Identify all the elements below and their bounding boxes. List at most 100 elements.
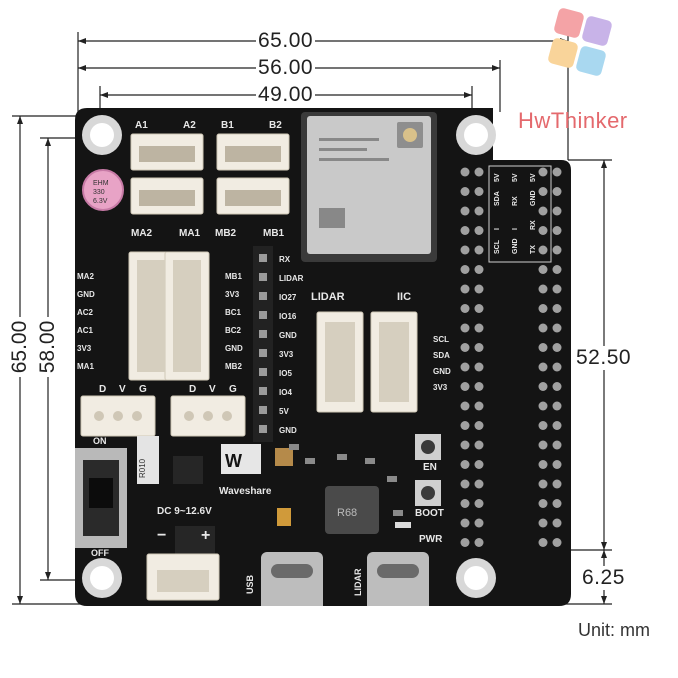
gpio-pad bbox=[538, 226, 548, 235]
gpio-pad bbox=[474, 304, 484, 313]
dc-label: DC 9~12.6V bbox=[157, 506, 212, 517]
gpio-pad bbox=[474, 382, 484, 391]
gpio-pad bbox=[552, 304, 562, 313]
gpio-pad bbox=[474, 518, 484, 528]
inductor bbox=[325, 486, 379, 534]
iic-pin-label: SDA bbox=[433, 351, 450, 360]
gpio-pad bbox=[474, 499, 484, 508]
gpio-pad bbox=[474, 343, 484, 352]
gpio-pad bbox=[538, 460, 548, 469]
right-pin-label: MB2 bbox=[225, 362, 242, 371]
gpio-pad bbox=[474, 440, 484, 450]
gpio-pad bbox=[552, 401, 562, 411]
gpio-pad bbox=[474, 206, 484, 216]
minus-label: − bbox=[157, 527, 166, 544]
gpio-pad bbox=[538, 362, 548, 372]
gpio-pad bbox=[552, 343, 562, 352]
gpio-pad bbox=[538, 167, 548, 177]
servo2-g: G bbox=[229, 384, 237, 395]
usb-c-port-icon[interactable] bbox=[261, 552, 323, 606]
header-pin-label: LIDAR bbox=[279, 274, 304, 283]
cap-text-1: EHM bbox=[93, 180, 109, 187]
gpio-pad bbox=[460, 167, 470, 177]
plus-label: + bbox=[201, 527, 210, 544]
gpio-pad bbox=[460, 382, 470, 391]
pin-table-cell: TX bbox=[530, 245, 537, 254]
cap-text-2: 6.3V bbox=[93, 198, 108, 205]
gpio-pad bbox=[538, 187, 548, 196]
boot-label: BOOT bbox=[415, 508, 444, 519]
gpio-pad bbox=[460, 284, 470, 294]
iic-pin-label: 3V3 bbox=[433, 383, 448, 392]
right-pin-label: MB1 bbox=[225, 272, 242, 281]
iic-pin-label: SCL bbox=[433, 335, 449, 344]
dim-6-25-label: 6.25 bbox=[582, 566, 625, 590]
gpio-pad bbox=[552, 245, 562, 255]
left-pin-label: AC1 bbox=[77, 326, 94, 335]
gpio-pad bbox=[474, 362, 484, 372]
gpio-pad bbox=[460, 265, 470, 274]
gpio-pad bbox=[552, 538, 562, 547]
left-pin-label: AC2 bbox=[77, 308, 94, 317]
servo1-v: V bbox=[119, 384, 126, 395]
gpio-pad bbox=[552, 518, 562, 528]
gpio-pad bbox=[552, 226, 562, 235]
boot-button[interactable] bbox=[415, 480, 441, 506]
lidar-label: LIDAR bbox=[311, 291, 345, 303]
lidar-usb-c-port-icon[interactable] bbox=[367, 552, 429, 606]
header-pin bbox=[259, 387, 267, 395]
gpio-pad bbox=[552, 362, 562, 372]
gpio-pad bbox=[460, 401, 470, 411]
gpio-pad bbox=[460, 362, 470, 372]
dim-52-50-label: 52.50 bbox=[576, 346, 632, 370]
pin-table-cell: 5V bbox=[494, 173, 501, 182]
gpio-pad bbox=[474, 226, 484, 235]
label-a2: A2 bbox=[183, 120, 196, 131]
pin-table-cell: 5V bbox=[512, 173, 519, 182]
gpio-pad bbox=[552, 265, 562, 274]
power-switch bbox=[75, 448, 127, 548]
en-button[interactable] bbox=[415, 434, 441, 460]
gpio-pad bbox=[460, 226, 470, 235]
gpio-pad bbox=[460, 323, 470, 333]
gpio-pad bbox=[552, 440, 562, 450]
gpio-pad bbox=[552, 479, 562, 489]
pin-table-cell: GND bbox=[530, 190, 537, 206]
gpio-pad bbox=[460, 421, 470, 430]
header-pin bbox=[259, 292, 267, 300]
right-pin-label: BC1 bbox=[225, 308, 242, 317]
gpio-pad bbox=[538, 440, 548, 450]
header-pin bbox=[259, 406, 267, 414]
pin-table-cell: I bbox=[512, 228, 519, 230]
dim-65-left-label: 65.00 bbox=[8, 317, 32, 377]
driver-board: A1 A2 B1 B2 MA2 MA1 MB2 MB1 EHM 330 6.3V… bbox=[75, 108, 571, 606]
pin-table-cell: SDA bbox=[494, 191, 501, 206]
gpio-pad bbox=[474, 421, 484, 430]
shunt-resistor bbox=[137, 436, 159, 484]
gpio-pad bbox=[538, 401, 548, 411]
esp32-module bbox=[301, 112, 437, 262]
gpio-pad bbox=[460, 206, 470, 216]
header-pin-label: GND bbox=[279, 426, 297, 435]
gpio-pad bbox=[538, 518, 548, 528]
header-pin bbox=[259, 273, 267, 281]
mount-hole-icon bbox=[82, 115, 496, 598]
pin-table-cell: I bbox=[494, 228, 501, 230]
gpio-pad bbox=[538, 538, 548, 547]
gpio-pad bbox=[538, 421, 548, 430]
gpio-pad bbox=[538, 265, 548, 274]
gpio-pad bbox=[474, 323, 484, 333]
servo1-g: G bbox=[139, 384, 147, 395]
gpio-pad bbox=[474, 284, 484, 294]
pin-table-cell: SCL bbox=[494, 239, 501, 254]
header-pin-label: IO5 bbox=[279, 369, 292, 378]
gpio-header bbox=[253, 246, 273, 442]
header-pin bbox=[259, 349, 267, 357]
gpio-pad bbox=[538, 206, 548, 216]
gpio-pad bbox=[538, 323, 548, 333]
header-pin bbox=[259, 311, 267, 319]
gpio-pad bbox=[552, 167, 562, 177]
gpio-pad bbox=[538, 245, 548, 255]
lidar-usb-label: LIDAR bbox=[353, 568, 363, 596]
gpio-pad bbox=[460, 245, 470, 255]
